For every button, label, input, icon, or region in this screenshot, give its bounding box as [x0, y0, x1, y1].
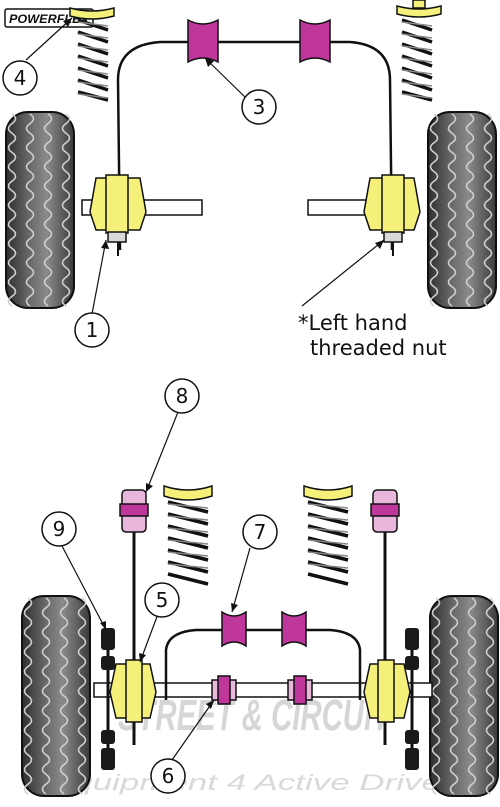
coil-spring-right-bottom	[307, 500, 349, 586]
callout-4: 4	[2, 60, 38, 96]
anti-roll-bar-bottom	[164, 628, 362, 700]
spring-cap-left-bottom	[163, 484, 213, 501]
vertical-link-right	[405, 628, 419, 770]
callout-9: 9	[41, 511, 77, 547]
bottom-assembly: 8 9 7 5 6	[21, 378, 499, 797]
tyre-right-bottom	[429, 595, 499, 797]
callout-5-label: 5	[156, 588, 169, 612]
coil-spring-left	[77, 18, 109, 102]
lower-arm-bottom	[93, 682, 433, 698]
note-line-2: threaded nut	[310, 336, 447, 360]
callout-5: 5	[144, 582, 180, 618]
callout-3-label: 3	[253, 95, 266, 119]
callout-1-label: 1	[86, 318, 99, 342]
callout-9-label: 9	[53, 517, 66, 541]
spring-cap-right	[396, 0, 442, 18]
arb-bush-right-bottom	[281, 610, 307, 648]
arb-bush-left-bottom	[221, 610, 247, 648]
drop-link-bush-left-top	[89, 174, 147, 256]
callout-1: 1	[74, 312, 110, 348]
callout-7-label: 7	[254, 520, 267, 544]
callout-6-label: 6	[162, 764, 175, 788]
callout-4-label: 4	[14, 66, 27, 90]
spring-cap-left	[69, 7, 115, 20]
hub-bush-left-bottom	[109, 659, 157, 723]
top-assembly: POWERFLEX	[2, 0, 497, 360]
spring-cap-right-bottom	[303, 484, 353, 501]
callout-8-label: 8	[176, 384, 189, 408]
note-line-1: *Left hand	[298, 311, 408, 335]
coil-spring-left-bottom	[167, 500, 209, 586]
coil-spring-right	[401, 18, 433, 102]
callout-7: 7	[242, 514, 278, 550]
callout-6: 6	[150, 758, 186, 794]
inner-bush-right-bottom	[287, 675, 313, 705]
leader-lines-bottom	[61, 411, 251, 761]
watermark-tagline: Equipment 4 Active Drivers	[50, 770, 470, 795]
callout-8: 8	[164, 378, 200, 414]
callout-3: 3	[241, 89, 277, 125]
watermark: STREET & CIRCUIT Equipment 4 Active Driv…	[50, 691, 470, 795]
inner-bush-left-bottom	[211, 675, 237, 705]
watermark-title: STREET & CIRCUIT	[118, 691, 392, 740]
vertical-link-left	[101, 628, 115, 770]
arb-bush-left-top	[187, 18, 219, 64]
leader-lines-top	[25, 17, 385, 315]
left-hand-nut-note: *Left hand threaded nut	[298, 311, 447, 360]
tyre-left-bottom	[21, 595, 91, 797]
tyre-right-top	[427, 111, 497, 309]
drop-link-bush-right-top	[363, 174, 421, 256]
arb-bush-right-top	[299, 18, 331, 64]
hub-bush-right-bottom	[363, 659, 411, 723]
tyre-left-top	[5, 111, 75, 309]
anti-roll-bar-top	[116, 40, 394, 251]
